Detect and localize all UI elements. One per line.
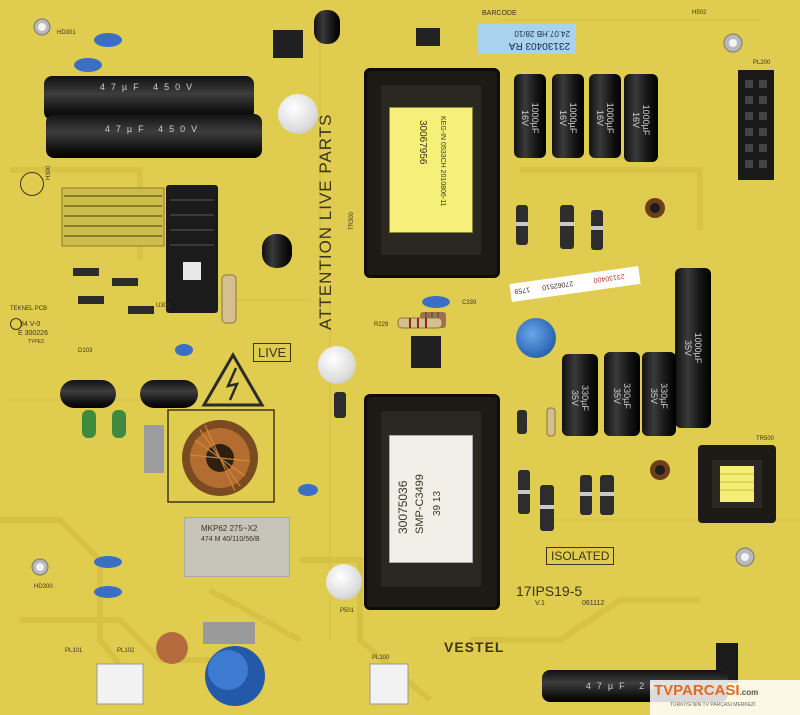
cap-label: 330µF 35V <box>612 383 632 409</box>
ref-u301: U301 <box>156 303 171 309</box>
watermark-logo: TVPARCASI.com <box>654 682 758 699</box>
transformer-bottom: 30075036 SMP-C3499 39 13 <box>364 394 500 610</box>
ref-tr300: TR300 <box>349 211 355 230</box>
barcode-number: 23130403 RA <box>508 40 570 51</box>
ref-d103: D103 <box>78 348 93 354</box>
watermark-suffix: .com <box>739 688 759 697</box>
sticker-code-right: 1759 <box>513 285 531 295</box>
x2-filter-capacitor: MKP62 275~X2 474 M 40/110/56/B <box>184 517 290 577</box>
pcb-manufacturer: TEKNEL PCB <box>10 306 48 312</box>
capacitor-1000uf-1: 1000µF 16V <box>514 74 546 158</box>
pcb-rating: 94 V-0 <box>20 321 41 328</box>
ref-pl100: PL100 <box>372 655 390 661</box>
barcode-header: BARCODE <box>482 10 517 17</box>
cap-label: 330µF 35V <box>570 385 590 411</box>
ref-hd300: HD300 <box>34 584 53 590</box>
watermark-tagline: TÜRKİYE'NİN TV PARÇASI MERKEZİ <box>670 702 756 708</box>
capacitor-1000uf-35v: 1000µF 35V <box>675 268 711 428</box>
capacitor-330uf-1: 330µF 35V <box>562 354 598 436</box>
inductor <box>60 380 116 408</box>
warning-text: ATTENTION LIVE PARTS <box>316 113 335 330</box>
cap-label: 1000µF 35V <box>683 332 703 364</box>
date-code: 061112 <box>582 600 605 607</box>
capacitor-330uf-3: 330µF 35V <box>642 352 676 436</box>
capacitor-1000uf-2: 1000µF 16V <box>552 74 584 158</box>
cap-label: 47µF 200V <box>585 681 685 691</box>
version-label: V.1 <box>535 600 545 607</box>
sticker-code-mid: 27062510 <box>541 279 574 291</box>
transformer-batch: 39 13 <box>432 490 443 516</box>
pcb-e-code: E 300226 <box>18 330 48 337</box>
cap-label: 1000µF 16V <box>631 104 651 136</box>
model-label: 17IPS19-5 <box>516 583 583 599</box>
small-electrolytic <box>314 10 340 44</box>
cap-label: 47µF 450V <box>99 82 199 92</box>
small-electrolytic <box>262 234 292 268</box>
transformer-code: KEG-IN 0533CH 2010806-11 <box>439 116 446 207</box>
transformer-top: 30067956 KEG-IN 0533CH 2010806-11 <box>364 68 500 278</box>
bulk-capacitor-2: 47µF 450V <box>46 114 262 158</box>
inductor <box>140 380 198 408</box>
ref-pl101: PL101 <box>65 648 83 654</box>
transformer-label: 30075036 SMP-C3499 39 13 <box>389 435 473 563</box>
cap-label: 1000µF 16V <box>520 102 540 134</box>
transformer-part-number: 30075036 <box>396 480 410 534</box>
barcode-line2: 24.07.HB 28/10 <box>514 29 570 38</box>
transformer-part-number: 30067956 <box>417 120 428 165</box>
ref-r229: R229 <box>374 322 389 328</box>
ref-hd301: HD301 <box>57 30 76 36</box>
ref-pl102: PL102 <box>117 648 135 654</box>
ref-h502: H502 <box>692 10 707 16</box>
recycle-mark-icon <box>20 172 44 196</box>
pcb-type: TYPE3 <box>28 339 44 345</box>
ref-tr500: TR500 <box>756 436 775 442</box>
blue-capacitor <box>516 318 556 358</box>
transformer-code: SMP-C3499 <box>414 474 426 534</box>
filter-cap-rating: MKP62 275~X2 <box>201 524 258 533</box>
brand-logo: VESTEL <box>444 639 505 655</box>
ref-c339: C339 <box>462 300 477 306</box>
white-capacitor <box>278 94 318 134</box>
live-label: LIVE <box>253 343 292 362</box>
watermark: TVPARCASI.com TÜRKİYE'NİN TV PARÇASI MER… <box>650 680 800 715</box>
ul-mark-icon <box>10 318 22 330</box>
transformer-label: 30067956 KEG-IN 0533CH 2010806-11 <box>389 107 473 233</box>
cap-label: 1000µF 16V <box>558 102 578 134</box>
white-capacitor <box>318 346 356 384</box>
cap-label: 1000µF 16V <box>595 102 615 134</box>
ref-pl200: PL200 <box>753 60 771 66</box>
capacitor-1000uf-3: 1000µF 16V <box>589 74 621 158</box>
capacitor-330uf-2: 330µF 35V <box>604 352 640 436</box>
ref-p501: P501 <box>340 608 355 614</box>
ref-h300: H300 <box>46 165 52 180</box>
cap-label: 330µF 35V <box>649 383 669 409</box>
capacitor-1000uf-4: 1000µF 16V <box>624 74 658 162</box>
sticker-code-left: 23130400 <box>593 272 625 284</box>
bulk-capacitor-1: 47µF 450V <box>44 76 254 120</box>
isolated-label: ISOLATED <box>546 547 615 565</box>
filter-cap-code: 474 M 40/110/56/B <box>201 536 260 543</box>
barcode-sticker: 23130403 RA 24.07.HB 28/10 <box>478 24 576 54</box>
cap-label: 47µF 450V <box>104 124 204 134</box>
watermark-brand: TVPARCASI <box>654 682 740 699</box>
white-capacitor <box>326 564 362 600</box>
